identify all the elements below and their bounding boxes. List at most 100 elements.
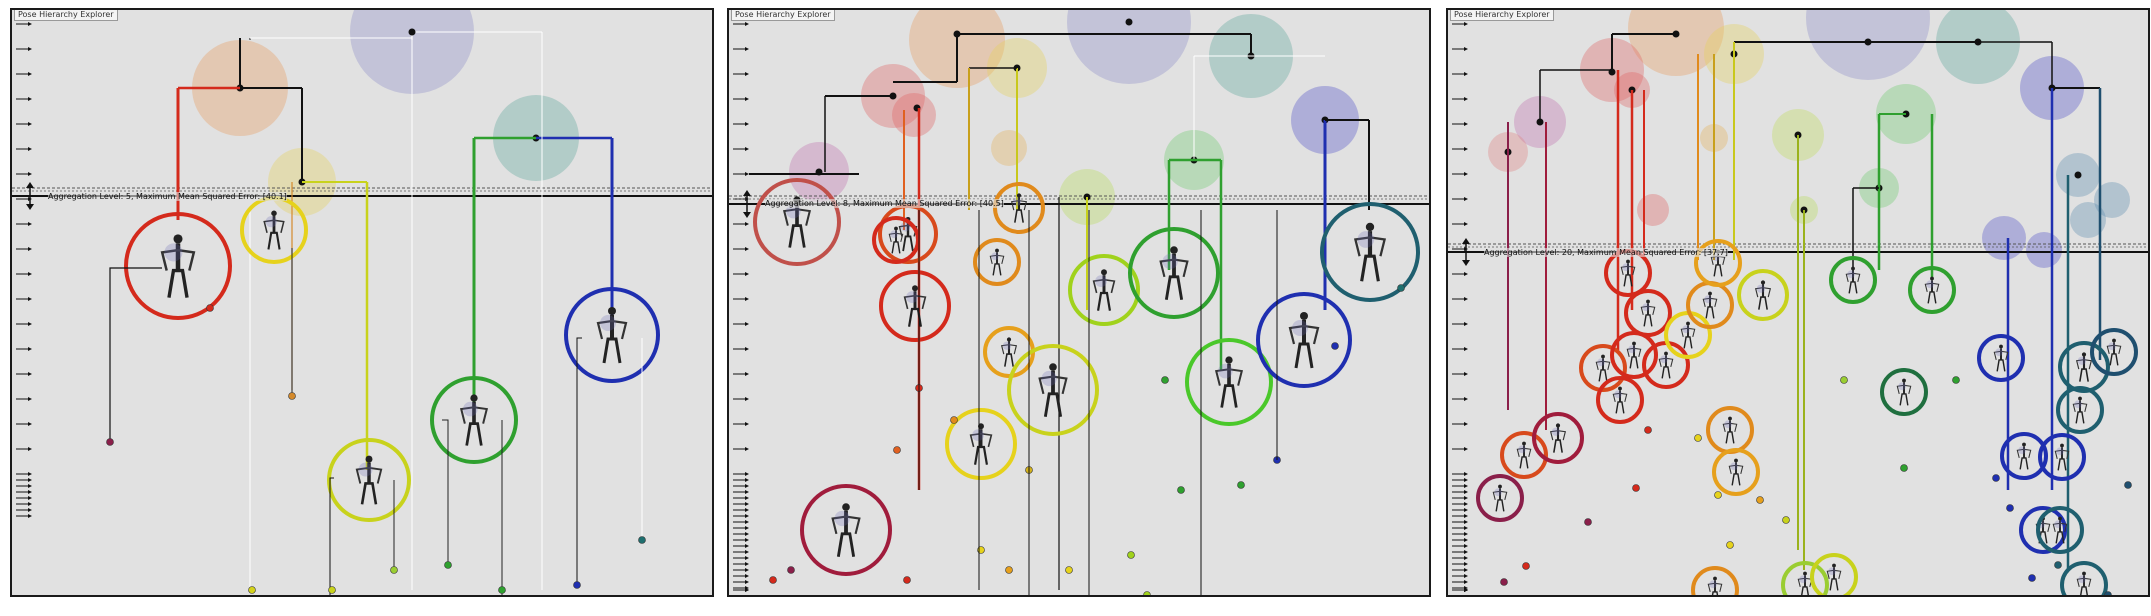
pose-cluster[interactable] [1624, 289, 1672, 337]
pose-cluster[interactable] [2090, 328, 2138, 376]
aggregation-slider-icon[interactable] [1462, 238, 1470, 266]
pose-cluster[interactable] [2060, 561, 2108, 595]
pose-arms [1010, 200, 1028, 211]
pose-arms [1722, 422, 1738, 433]
pose-cluster[interactable] [327, 438, 411, 522]
pose-cluster[interactable] [1604, 249, 1652, 297]
aggregation-slider-icon[interactable] [26, 182, 34, 210]
axis-arrow [28, 122, 32, 126]
pose-cluster[interactable] [1068, 254, 1140, 326]
pose-cluster[interactable] [800, 484, 892, 576]
pose-variance-blob [1597, 358, 1605, 367]
slider-arrow-down [743, 212, 751, 218]
pose-cluster[interactable] [1712, 448, 1760, 496]
pose-cluster[interactable] [430, 376, 518, 464]
pose-cluster[interactable] [993, 182, 1045, 234]
pose-cluster[interactable] [1642, 341, 1690, 389]
pose-cluster[interactable] [1610, 331, 1658, 379]
pose-legs [267, 231, 281, 250]
axis-arrow [1464, 580, 1468, 584]
pose-cluster[interactable] [945, 408, 1017, 480]
axis-arrow [745, 544, 749, 548]
cluster-bubble [2026, 232, 2062, 268]
pose-legs [1711, 591, 1719, 595]
axis-arrow [745, 574, 749, 578]
dendrogram-canvas[interactable] [729, 10, 1429, 595]
pose-cluster[interactable] [2038, 433, 2086, 481]
pose-cluster[interactable] [1880, 368, 1928, 416]
pose-cluster[interactable] [2036, 506, 2084, 554]
pose-cluster[interactable] [2058, 341, 2110, 393]
pose-legs [1848, 281, 1858, 294]
pose-cluster[interactable] [1737, 269, 1789, 321]
pose-cluster[interactable] [973, 238, 1021, 286]
pose-variance-blob [1628, 345, 1636, 354]
leaf-node [1143, 591, 1151, 595]
pose-cluster[interactable] [124, 212, 232, 320]
axis-arrow [1464, 514, 1468, 518]
axis-arrow [745, 502, 749, 506]
axis-arrow [1464, 97, 1468, 101]
pose-cluster[interactable] [879, 270, 951, 342]
pose-legs [602, 337, 622, 364]
pose-arms [596, 319, 628, 340]
pose-cluster[interactable] [872, 216, 920, 264]
pose-variance-blob [1218, 363, 1233, 379]
slider-arrow-up [743, 190, 751, 196]
axis-arrow [745, 172, 749, 176]
pose-cluster[interactable] [240, 196, 308, 264]
axis-arrow [745, 556, 749, 560]
pose-cluster[interactable] [983, 326, 1035, 378]
pose-arms [969, 432, 993, 448]
pose-arms [1702, 297, 1718, 308]
dendrogram-canvas[interactable] [12, 10, 712, 595]
pose-hierarchy-panel-1[interactable]: Pose Hierarchy Explorer Aggregation Leve… [10, 8, 714, 597]
pose-cluster-ring [1128, 227, 1220, 319]
pose-arms [2052, 522, 2068, 533]
pose-cluster[interactable] [2056, 386, 2104, 434]
pose-legs [1043, 392, 1063, 418]
pose-cluster[interactable] [878, 204, 938, 264]
axis-arrow [745, 562, 749, 566]
pose-legs [1713, 264, 1723, 277]
pose-cluster[interactable] [1128, 227, 1220, 319]
pose-cluster[interactable] [1686, 281, 1734, 329]
pose-cluster-ring [1781, 561, 1829, 595]
pose-cluster[interactable] [564, 287, 660, 383]
pose-cluster[interactable] [1706, 406, 1754, 454]
pose-hierarchy-panel-3[interactable]: Pose Hierarchy Explorer Aggregation Leve… [1446, 8, 2150, 597]
pose-cluster[interactable] [1532, 412, 1584, 464]
pose-cluster[interactable] [1977, 334, 2025, 382]
pose-cluster-ring [973, 238, 1021, 286]
leaf-node [2104, 591, 2112, 595]
leaf-node [1756, 496, 1764, 504]
pose-head [2112, 338, 2116, 343]
pose-head [1498, 484, 1502, 489]
dendrogram-canvas[interactable] [1448, 10, 2148, 595]
axis-arrow [28, 172, 32, 176]
axis-arrow [28, 447, 32, 451]
leaf-node [1065, 566, 1073, 574]
leaf-node [1840, 376, 1848, 384]
axis-arrow [745, 508, 749, 512]
pose-cluster[interactable] [1500, 431, 1548, 479]
pose-cluster[interactable] [1596, 376, 1644, 424]
axis-arrow [745, 526, 749, 530]
pose-cluster[interactable] [1256, 292, 1352, 388]
pose-cluster[interactable] [2000, 432, 2048, 480]
pose-cluster[interactable] [1007, 344, 1099, 436]
pose-cluster[interactable] [1320, 202, 1420, 302]
pose-cluster[interactable] [1810, 553, 1858, 595]
pose-cluster[interactable] [753, 178, 841, 266]
pose-cluster[interactable] [1579, 344, 1627, 392]
pose-cluster[interactable] [1476, 474, 1524, 522]
pose-cluster[interactable] [1664, 311, 1712, 359]
pose-cluster[interactable] [1691, 566, 1739, 595]
aggregation-slider-icon[interactable] [743, 190, 751, 218]
pose-arms [1000, 344, 1018, 355]
pose-hierarchy-panel-2[interactable]: Pose Hierarchy Explorer Aggregation Leve… [727, 8, 1431, 597]
pose-variance-blob [2078, 575, 2086, 584]
pose-cluster[interactable] [1185, 338, 1273, 426]
pose-cluster[interactable] [1908, 266, 1956, 314]
pose-cluster[interactable] [1829, 256, 1877, 304]
